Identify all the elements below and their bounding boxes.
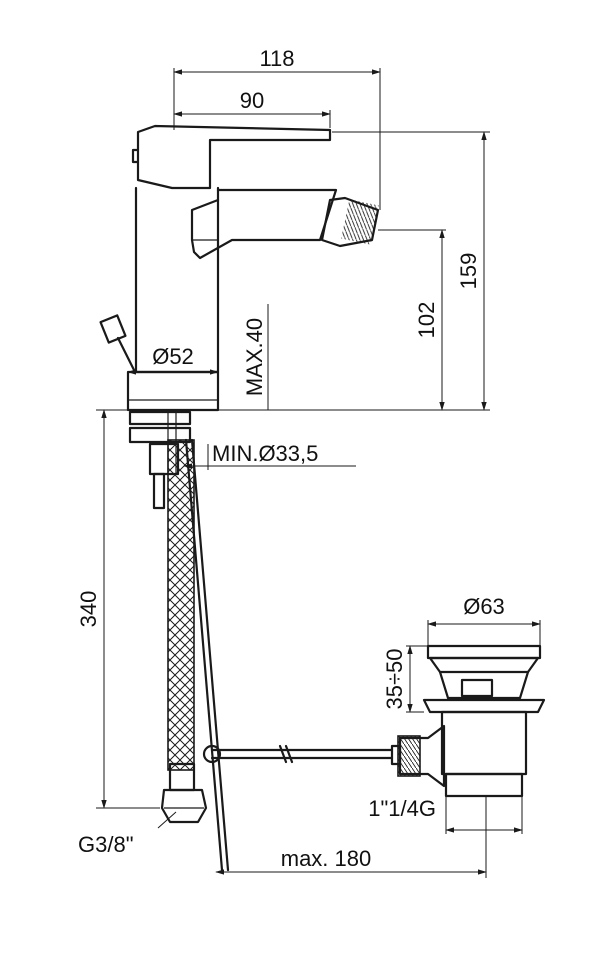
lever-handle [136,124,332,190]
faucet-body [99,124,380,412]
dimension-lines [96,68,541,878]
dim-spout-length: 90 [240,88,264,113]
dim-base-diameter: Ø52 [152,344,194,369]
dim-total-height: 159 [456,253,481,290]
dim-overall-length: 118 [259,46,294,71]
pop-up-waste [390,644,546,798]
aerator [320,196,380,248]
dim-waste-height: 35÷50 [382,648,407,709]
flexible-hose [160,439,208,824]
dim-min-hole: MIN.Ø33,5 [212,441,318,466]
dim-spout-height: 102 [414,302,439,339]
pop-up-rod [99,314,136,372]
base-ring [126,370,220,412]
waste-cap [426,644,542,660]
dim-max-deck: MAX.40 [242,318,267,396]
dim-waste-thread: 1"1/4G [368,796,436,821]
spout [190,188,338,260]
dim-rod-length: max. 180 [281,846,372,871]
under-deck-fittings [128,410,192,510]
pull-rod-link [184,438,394,872]
dim-waste-diameter: Ø63 [463,594,505,619]
dim-inlet-thread: G3/8" [78,832,134,857]
dim-hose-length: 340 [76,591,101,628]
